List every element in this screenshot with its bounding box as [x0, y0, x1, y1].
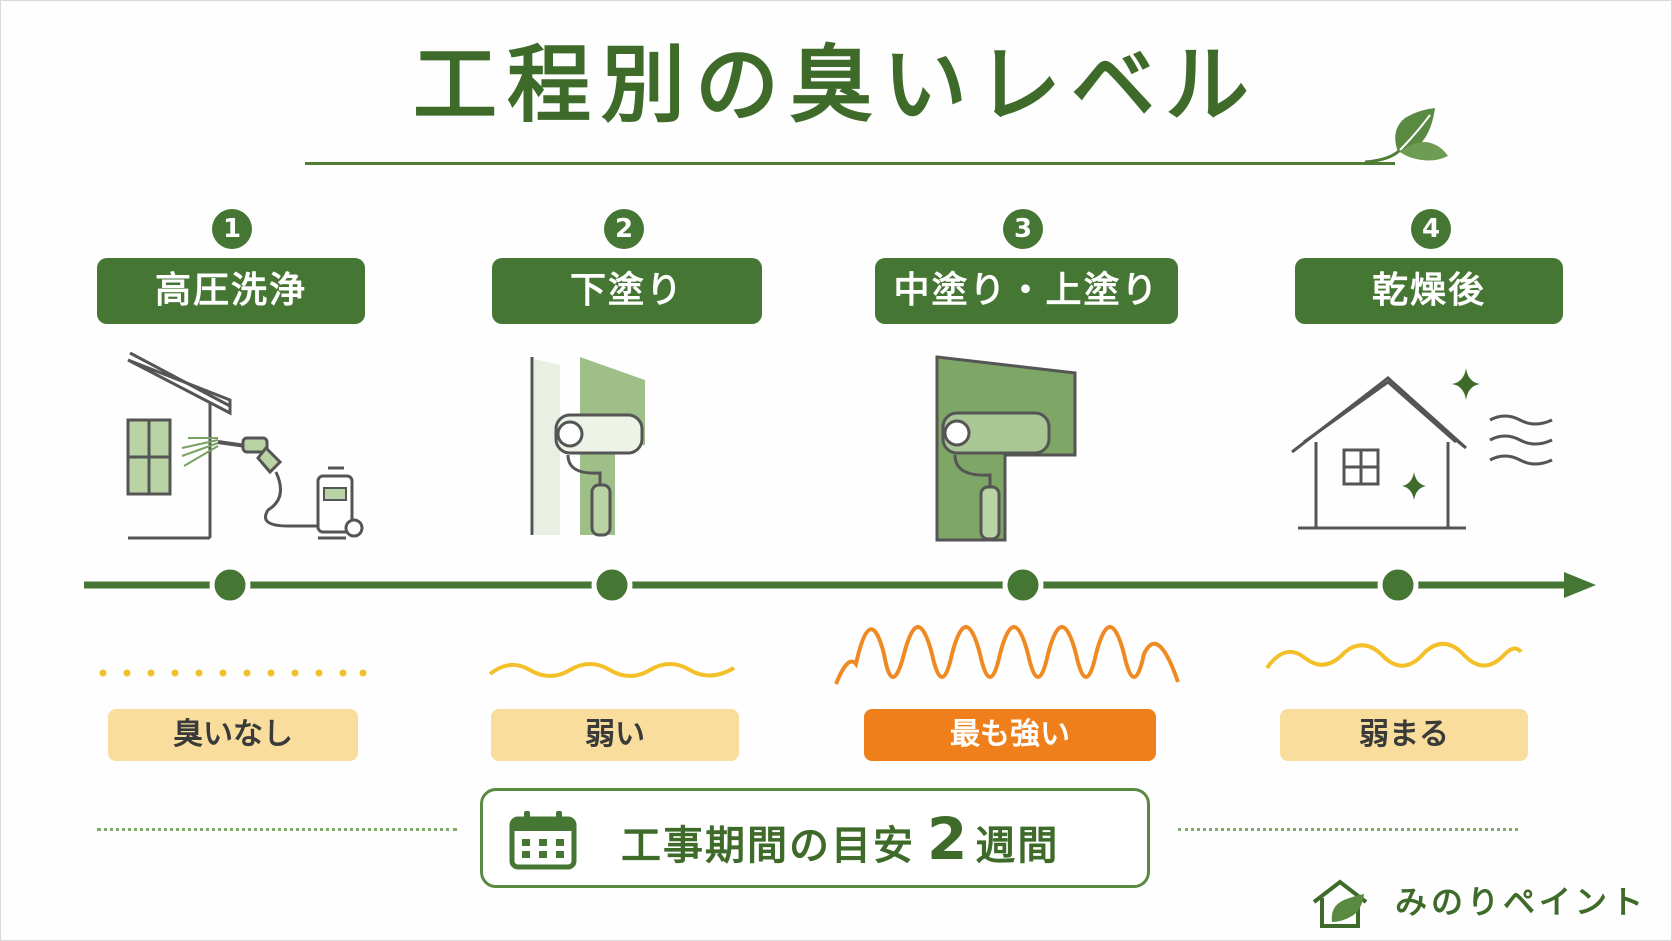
timeline-node	[1002, 564, 1044, 606]
duration-unit: 週間	[975, 823, 1060, 869]
paint-roller-icon	[935, 355, 1077, 542]
step-4-number: 4	[1411, 209, 1451, 249]
step-4-label: 乾燥後	[1295, 258, 1563, 324]
duration-label: 工事期間の目安	[621, 823, 915, 869]
brand-name: みのりペイント	[1395, 883, 1648, 921]
smell-level-2: 弱い	[491, 709, 739, 761]
sparkle-icon	[1452, 368, 1480, 400]
dotted-divider-right	[1178, 828, 1518, 831]
step-1-label: 高圧洗浄	[97, 258, 365, 324]
step-3-number: 3	[1003, 209, 1043, 249]
timeline-axis	[84, 564, 1596, 606]
no-smell-dots	[99, 669, 367, 677]
brand-house-leaf-icon	[1312, 879, 1368, 928]
house-icon	[1291, 368, 1553, 530]
weak-smell-wave	[488, 662, 736, 678]
step-2-number: 2	[604, 209, 644, 249]
strong-smell-wave	[834, 625, 1180, 685]
duration-value: 2	[927, 805, 970, 873]
weakening-smell-wave	[1265, 642, 1523, 670]
title-underline	[305, 162, 1395, 165]
timeline-node	[591, 564, 633, 606]
smell-level-4: 弱まる	[1280, 709, 1528, 761]
smell-level-1: 臭いなし	[108, 709, 358, 761]
step-3-label: 中塗り・上塗り	[875, 258, 1178, 324]
step-2-label: 下塗り	[492, 258, 762, 324]
timeline-node	[209, 564, 251, 606]
smell-level-3: 最も強い	[864, 709, 1156, 761]
sparkle-icon	[1402, 472, 1426, 500]
timeline-node	[1377, 564, 1419, 606]
leaf-icon	[1364, 108, 1448, 164]
page-title: 工程別の臭いレベル	[412, 36, 1259, 134]
pressure-washer-icon	[126, 351, 364, 540]
dotted-divider-left	[97, 828, 457, 831]
calendar-icon	[509, 811, 577, 870]
step-1-number: 1	[212, 209, 252, 249]
paint-roller-icon	[530, 357, 645, 537]
